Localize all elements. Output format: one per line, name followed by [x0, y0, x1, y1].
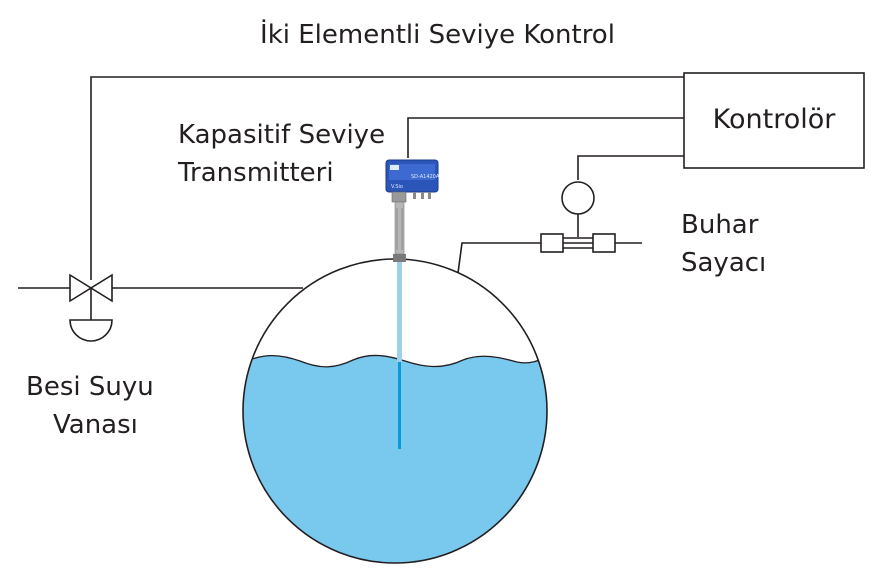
- transmitter-connector-2: [421, 192, 424, 199]
- transmitter-connector-3: [428, 192, 431, 199]
- transmitter-display: [390, 165, 399, 170]
- probe-rod-wet: [398, 362, 401, 449]
- meter-flange-left: [540, 233, 564, 253]
- valve-body-left: [69, 273, 93, 303]
- feed-valve-label-line2: Vanası: [53, 410, 138, 440]
- meter-gauge: [561, 181, 595, 215]
- transmitter-label: Kapasitif Seviye Transmitteri: [178, 116, 385, 192]
- probe-nut: [393, 254, 406, 262]
- steam-pipe: [457, 242, 541, 274]
- transmitter-brand: V.Sio: [391, 184, 403, 190]
- feed-water-valve: [69, 273, 113, 342]
- water-surface: [243, 352, 547, 368]
- steam-meter-label: Buhar Sayacı: [681, 206, 766, 282]
- steam-meter-label-line2: Sayacı: [681, 248, 767, 278]
- piping: [18, 76, 684, 289]
- controller-box: [683, 72, 865, 169]
- transmitter-connector-1: [413, 192, 416, 199]
- transmitter-model: SD-A1420A: [411, 174, 440, 180]
- meter-signal-line: [577, 155, 684, 180]
- probe-rod: [397, 260, 402, 362]
- transmitter-device: SD-A1420A V.Sio: [385, 159, 440, 262]
- transmitter-label-line2: Transmitteri: [178, 158, 334, 188]
- meter-flange-right: [592, 233, 616, 253]
- transmitter-signal-line: [407, 117, 684, 158]
- probe-shaft: [394, 201, 405, 255]
- probe-fitting: [391, 191, 407, 203]
- feed-valve-label: Besi Suyu Vanası: [26, 368, 154, 444]
- transmitter-label-line1: Kapasitif Seviye: [178, 120, 386, 150]
- transmitter-face: [389, 164, 435, 180]
- valve-signal-line: [90, 76, 684, 280]
- steam-flow-meter: [540, 181, 616, 253]
- valve-body-right: [89, 273, 113, 303]
- steam-meter-label-line1: Buhar: [681, 210, 759, 240]
- valve-actuator: [69, 319, 113, 342]
- diagram-title: İki Elementli Seviye Kontrol: [260, 20, 615, 50]
- controller-label: Kontrolör: [712, 104, 836, 135]
- water-fill: [243, 353, 547, 563]
- feed-valve-label-line1: Besi Suyu: [26, 372, 154, 402]
